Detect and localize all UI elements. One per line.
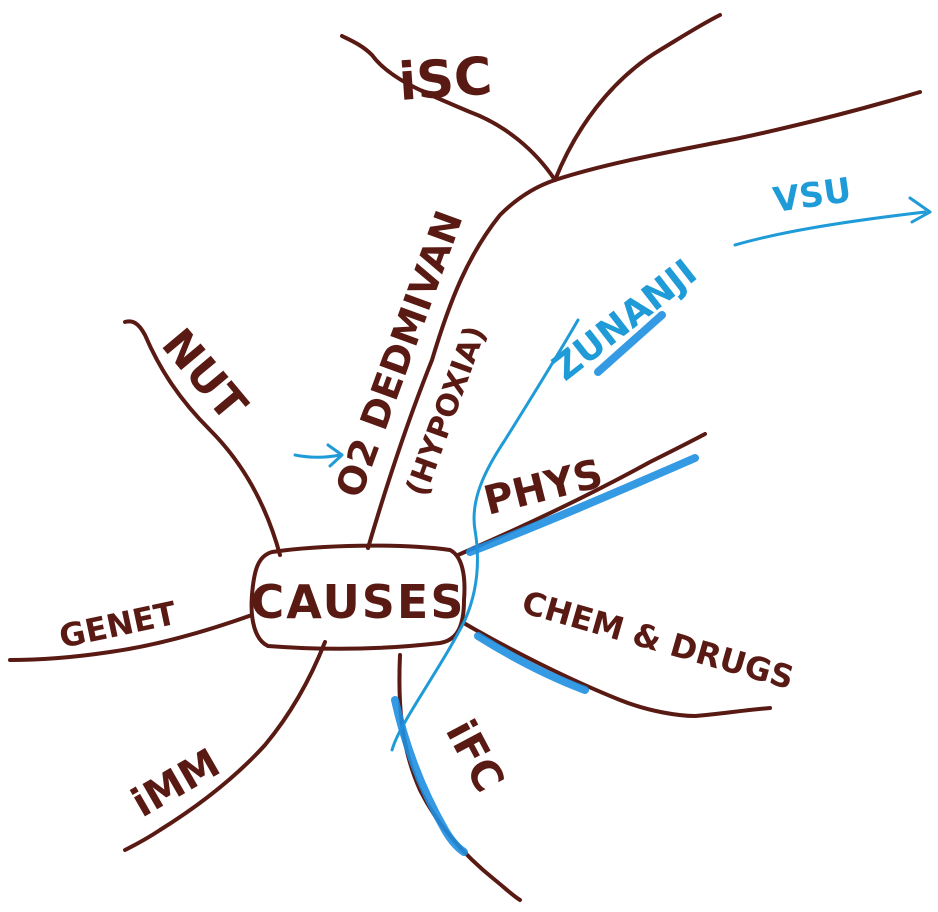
branch-line-nut	[123, 319, 282, 557]
branch-line-upper-right	[553, 13, 722, 182]
branch-line-genet	[8, 613, 254, 662]
branch-line-isc	[340, 34, 557, 182]
blue-arrow-vsu	[733, 196, 932, 247]
branch-line-o2	[366, 178, 557, 550]
label-genet: GENET	[56, 594, 180, 656]
label-isc: iSC	[397, 47, 494, 113]
branch-line-imm	[123, 640, 327, 852]
center-node[interactable]: CAUSES	[249, 543, 467, 651]
label-zunanji: ZUNANJI	[545, 252, 704, 389]
center-node-border	[249, 543, 467, 651]
blue-connector-line	[390, 318, 580, 752]
blue-highlight-ifc	[391, 696, 468, 856]
blue-labels: ZUNANJI VSU	[545, 170, 854, 389]
label-imm: iMM	[124, 740, 228, 827]
center-node-label: CAUSES	[251, 575, 466, 629]
blue-highlight-phys	[466, 454, 699, 556]
label-vsu: VSU	[771, 170, 854, 221]
blue-highlight-zunanji	[594, 311, 666, 376]
blue-arrow-hypoxia	[293, 443, 344, 468]
branch-line-chem	[460, 620, 772, 718]
blue-annotations	[293, 196, 932, 856]
brown-labels: iSC O2 DEDMIVAN (HYPOXIA) NUT PHYS CHEM …	[56, 47, 798, 827]
label-ifc: iFC	[436, 712, 514, 800]
blue-highlight-chem	[474, 632, 589, 694]
label-phys: PHYS	[479, 451, 607, 525]
branch-line-right	[553, 90, 922, 182]
